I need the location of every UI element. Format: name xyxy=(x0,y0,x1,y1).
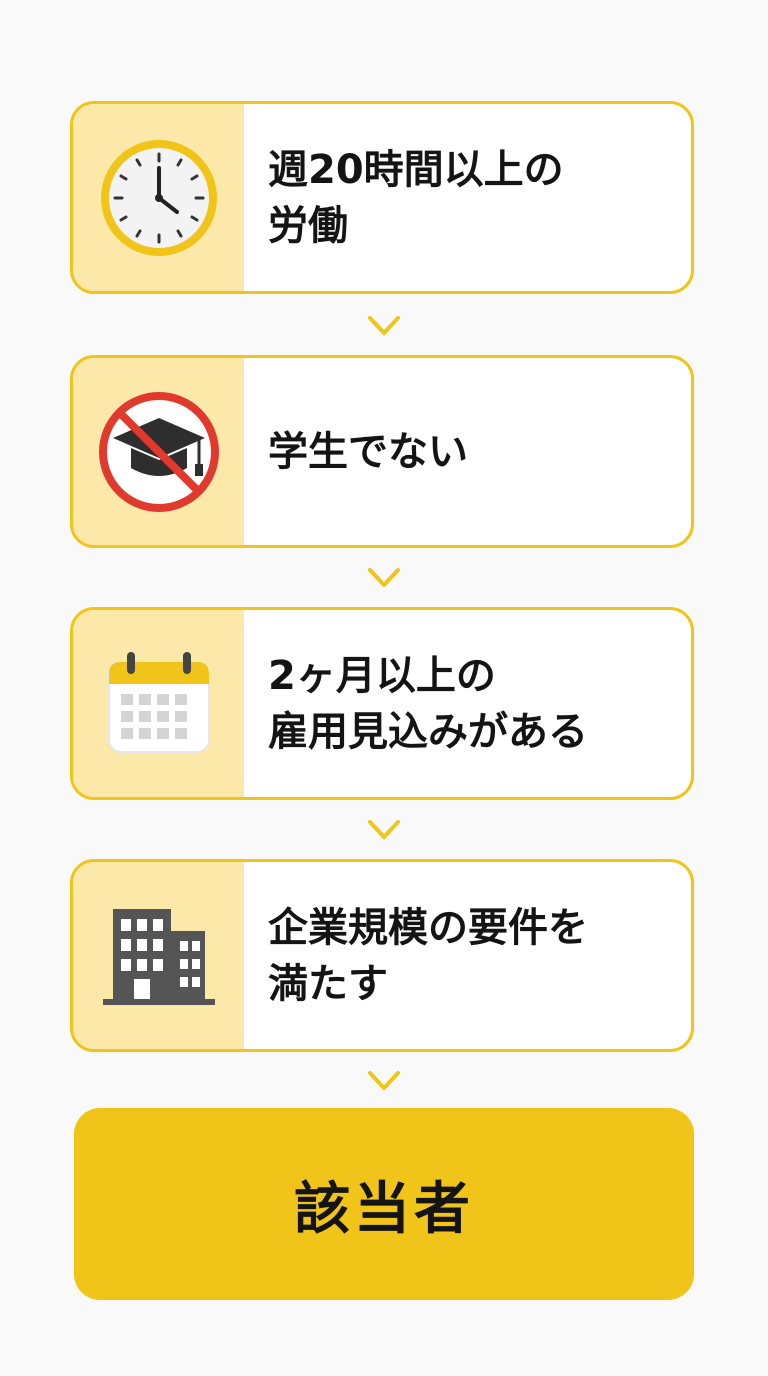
building-icon xyxy=(102,908,215,1005)
step-label: 週20時間以上の 労働 xyxy=(268,146,564,249)
chevron-down-icon xyxy=(368,1071,400,1090)
step-text: 週20時間以上の 労働 xyxy=(244,104,691,291)
step-icon-panel xyxy=(73,862,244,1049)
step-box-company-size: 企業規模の要件を 満たす xyxy=(70,859,694,1052)
no-student-icon xyxy=(98,391,219,512)
step-label: 学生でない xyxy=(268,428,468,475)
step-text: 企業規模の要件を 満たす xyxy=(244,862,691,1049)
step-box-not-student: 学生でない xyxy=(70,355,694,548)
step-box-employment-outlook: 2ヶ月以上の 雇用見込みがある xyxy=(70,607,694,800)
calendar-icon xyxy=(107,651,210,753)
step-icon-panel xyxy=(73,358,244,545)
result-label: 該当者 xyxy=(294,1176,474,1242)
step-label: 2ヶ月以上の 雇用見込みがある xyxy=(268,652,588,755)
chevron-down-icon xyxy=(368,568,400,587)
step-box-weekly-hours: 週20時間以上の 労働 xyxy=(70,101,694,294)
step-icon-panel xyxy=(73,610,244,797)
clock-icon xyxy=(100,139,217,256)
step-label: 企業規模の要件を 満たす xyxy=(268,904,588,1007)
result-box: 該当者 xyxy=(74,1108,694,1300)
chevron-down-icon xyxy=(368,820,400,839)
step-text: 学生でない xyxy=(244,358,691,545)
chevron-down-icon xyxy=(368,316,400,335)
step-icon-panel xyxy=(73,104,244,291)
step-text: 2ヶ月以上の 雇用見込みがある xyxy=(244,610,691,797)
